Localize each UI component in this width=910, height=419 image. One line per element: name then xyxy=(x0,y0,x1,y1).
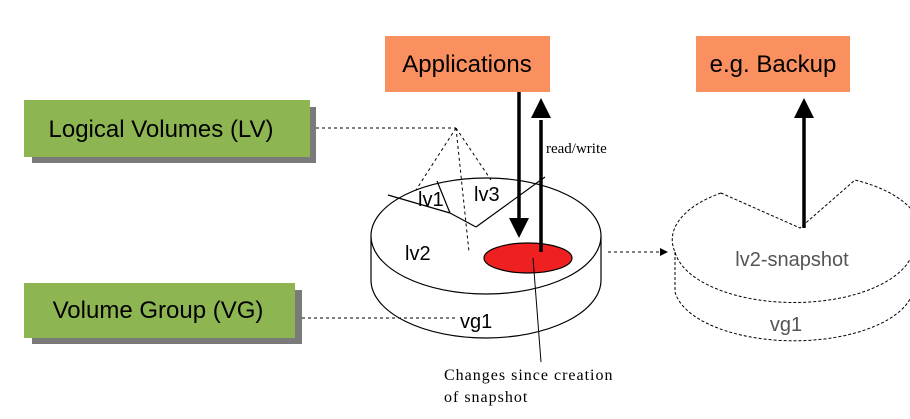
lv-top-divider xyxy=(436,180,451,214)
lv2-label: lv2 xyxy=(405,243,431,265)
changes-callout-line xyxy=(532,257,542,363)
read-arrow-head xyxy=(531,98,551,118)
lv1-label: lv1 xyxy=(418,189,444,211)
snapshot-vg-label: vg1 xyxy=(770,314,802,336)
applications-box xyxy=(385,36,550,92)
backup-box xyxy=(696,36,850,92)
volume-group-label: Volume Group (VG) xyxy=(53,297,264,324)
logical-volumes-box xyxy=(24,100,310,157)
lv3-divider xyxy=(475,176,546,228)
changes-caption-line2: of snapshot xyxy=(444,389,528,406)
backup-label: e.g. Backup xyxy=(710,51,837,78)
read-write-label: read/write xyxy=(546,141,607,157)
lv1-divider xyxy=(387,194,451,214)
vg1-label: vg1 xyxy=(460,311,492,333)
changes-region xyxy=(483,242,573,274)
volume-group-box xyxy=(24,283,295,338)
lv3-label: lv3 xyxy=(474,184,500,206)
write-arrow-head xyxy=(509,218,529,238)
lv2-divider xyxy=(449,212,477,228)
applications-label: Applications xyxy=(402,51,531,78)
snapshot-label: lv2-snapshot xyxy=(735,249,849,271)
logical-volumes-label: Logical Volumes (LV) xyxy=(49,116,274,143)
snapshot-disk xyxy=(671,179,910,342)
backup-arrow-head xyxy=(794,98,814,118)
changes-caption-line1: Changes since creation xyxy=(444,367,614,384)
lv-connector-lines xyxy=(302,127,492,319)
snapshot-connector-head xyxy=(660,248,668,256)
